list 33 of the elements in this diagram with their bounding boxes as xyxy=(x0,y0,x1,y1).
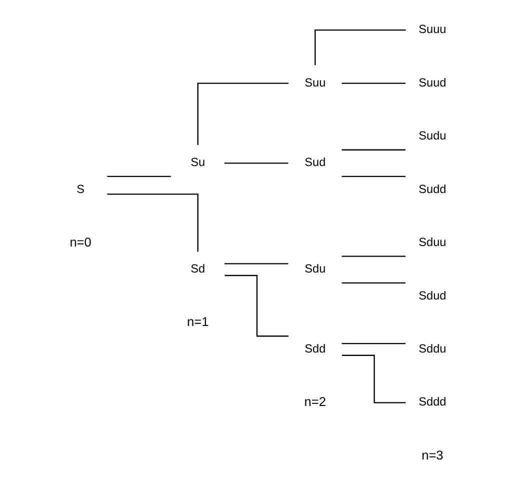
node-text: Sduu xyxy=(418,235,446,250)
node-text: Sdud xyxy=(418,288,446,302)
connector xyxy=(342,256,406,257)
connector xyxy=(224,263,288,264)
node-text: Su xyxy=(190,155,206,170)
node-text: Sd xyxy=(190,262,206,276)
node-text: Sddu xyxy=(418,342,446,356)
connector xyxy=(342,82,406,84)
connector xyxy=(314,30,406,66)
label: n=3 xyxy=(422,447,444,462)
connector xyxy=(342,282,406,284)
node-text: Suud xyxy=(418,75,446,90)
connector xyxy=(107,176,171,178)
node-text: Sdu xyxy=(304,262,326,276)
node-text: Sddd xyxy=(418,394,446,409)
label: n=1 xyxy=(186,314,209,330)
connector xyxy=(342,342,406,344)
label: n=2 xyxy=(304,394,326,410)
node-text: Suu xyxy=(304,75,326,90)
connector xyxy=(224,162,288,164)
label: n=0 xyxy=(70,234,92,250)
node-text: Suuu xyxy=(418,22,446,36)
node-text: Sud xyxy=(304,155,326,170)
connector xyxy=(197,82,289,146)
connector xyxy=(342,354,406,404)
node-text: S xyxy=(76,182,84,196)
node-text: Sudu xyxy=(418,128,446,143)
connector xyxy=(342,176,406,178)
connector xyxy=(224,274,288,337)
connector xyxy=(107,194,198,252)
connector xyxy=(342,149,406,150)
node-text: Sudd xyxy=(418,182,446,196)
node-text: Sdd xyxy=(304,342,326,356)
